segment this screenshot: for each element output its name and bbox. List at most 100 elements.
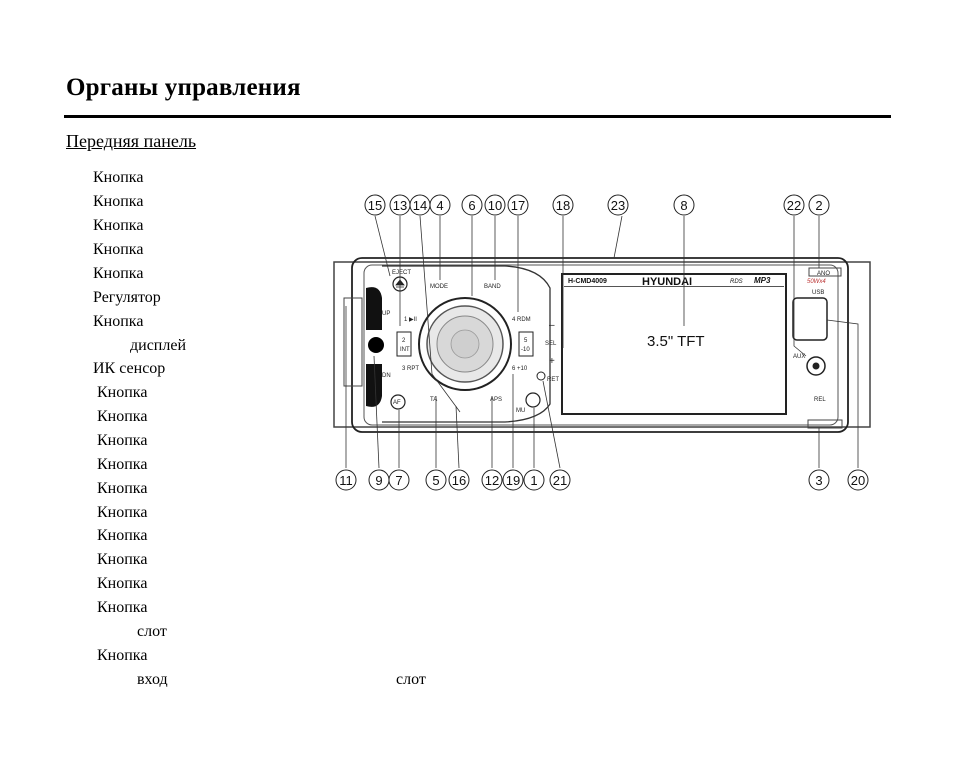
label-dn: DN (382, 373, 391, 379)
list-item: Кнопка (93, 313, 144, 330)
label-mp3: MP3 (754, 276, 771, 285)
leader-15 (374, 215, 391, 277)
label-eject: EJECT (392, 270, 411, 276)
callout-20: 20 (847, 469, 869, 491)
list-item: Кнопка (97, 504, 148, 521)
label-plus: + (549, 356, 555, 367)
leader-20 (826, 319, 859, 468)
list-item: Кнопка (97, 456, 148, 473)
list-item: Кнопка (97, 432, 148, 449)
callout-label: 23 (611, 198, 625, 213)
list-item: Кнопка (97, 408, 148, 425)
label-int: INT (400, 347, 410, 353)
label-rdm: 4 RDM (512, 317, 531, 323)
callout-8: 8 (673, 194, 695, 216)
callout-9: 9 (368, 469, 390, 491)
panel-body (351, 257, 849, 433)
usb-slot (792, 297, 828, 341)
list-item: Кнопка (97, 480, 148, 497)
label-minus10-num: 5 (524, 338, 528, 344)
list-item: вход (137, 671, 168, 688)
callout-18: 18 (552, 194, 574, 216)
list-item: Кнопка (93, 241, 144, 258)
label-minus: – (549, 320, 555, 331)
int-button (396, 331, 412, 357)
label-model: H-CMD4009 (568, 278, 607, 285)
left-rocker-up (366, 287, 382, 330)
label-rds: RDS (730, 279, 743, 285)
title-rule (64, 115, 891, 118)
leader-14 (419, 215, 461, 413)
label-rpt: 3 RPT (402, 366, 419, 372)
ano-indicator (808, 267, 842, 277)
callout-label: 14 (413, 198, 427, 213)
callout-14: 14 (409, 194, 431, 216)
callout-label: 3 (815, 473, 822, 488)
label-rel: REL (814, 397, 826, 403)
callout-13: 13 (389, 194, 411, 216)
list-item: Кнопка (97, 575, 148, 592)
label-mode: MODE (430, 284, 448, 290)
list-item: Кнопка (97, 599, 148, 616)
callout-label: 9 (375, 473, 382, 488)
label-aux: AUX (793, 354, 805, 360)
label-play: 1 ▶II (404, 317, 417, 323)
ret-button (536, 371, 546, 381)
callout-label: 11 (339, 473, 353, 488)
label-ano: ANO (817, 271, 830, 277)
label-band: BAND (484, 284, 501, 290)
af-button (390, 394, 406, 410)
list-item: Кнопка (97, 647, 148, 664)
callout-12: 12 (481, 469, 503, 491)
power-button (525, 392, 541, 408)
callout-label: 1 (530, 473, 537, 488)
panel-inner (363, 264, 839, 426)
callout-19: 19 (502, 469, 524, 491)
callout-7: 7 (388, 469, 410, 491)
list-item: Кнопка (93, 217, 144, 234)
label-af: AF (393, 400, 401, 406)
ir-sensor (368, 337, 384, 353)
callout-label: 20 (851, 473, 865, 488)
callout-4: 4 (429, 194, 451, 216)
callout-label: 7 (395, 473, 402, 488)
callout-label: 18 (556, 198, 570, 213)
list-item: Кнопка (97, 551, 148, 568)
callout-label: 10 (488, 198, 502, 213)
label-ret: RET (547, 377, 559, 383)
callout-17: 17 (507, 194, 529, 216)
callout-label: 22 (787, 198, 801, 213)
callout-11: 11 (335, 469, 357, 491)
section-subtitle: Передняя панель (66, 131, 197, 151)
label-usb: USB (812, 290, 824, 296)
label-minus10: -10 (521, 347, 530, 353)
callout-label: 4 (436, 198, 443, 213)
list-item: Кнопка (93, 193, 144, 210)
screen-header-line (564, 286, 784, 287)
callout-label: 8 (680, 198, 687, 213)
left-rocker-dn (366, 364, 382, 407)
callout-label: 5 (432, 473, 439, 488)
callout-15: 15 (364, 194, 386, 216)
list-item: Регулятор (93, 289, 161, 306)
label-int-num: 2 (402, 338, 406, 344)
leader-22 (793, 216, 807, 357)
label-brand: HYUNDAI (642, 276, 692, 288)
callout-10: 10 (484, 194, 506, 216)
callout-5: 5 (425, 469, 447, 491)
leader-9 (373, 355, 380, 469)
callout-label: 12 (485, 473, 499, 488)
callout-label: 2 (815, 198, 822, 213)
callout-6: 6 (461, 194, 483, 216)
list-item: Кнопка (97, 384, 148, 401)
rel-button (807, 419, 843, 429)
list-item: ИК сенсор (93, 360, 166, 377)
leader-16 (455, 405, 460, 469)
callout-22: 22 (783, 194, 805, 216)
callout-label: 17 (511, 198, 525, 213)
aux-jack-inner (812, 362, 820, 370)
list-item: Кнопка (93, 265, 144, 282)
tft-screen (561, 273, 787, 415)
leader-23 (613, 215, 623, 259)
callout-21: 21 (549, 469, 571, 491)
